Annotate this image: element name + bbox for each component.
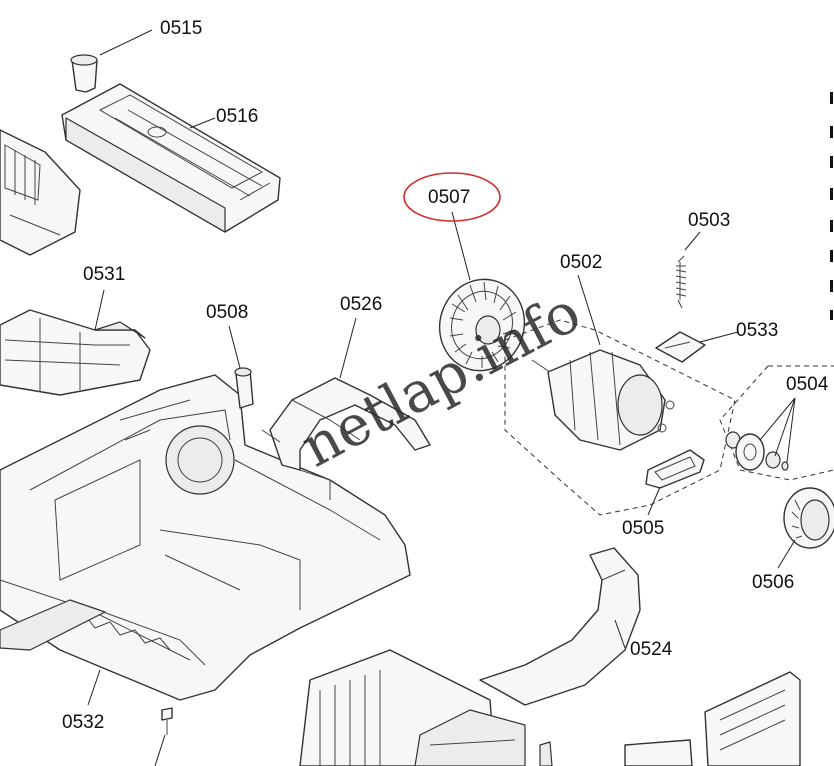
label-0507: 0507 xyxy=(428,187,470,208)
part-0516-water-container xyxy=(61,83,281,233)
label-0503: 0503 xyxy=(688,210,730,231)
part-screw xyxy=(161,707,173,735)
label-0533: 0533 xyxy=(736,320,778,341)
label-0516: 0516 xyxy=(216,106,258,127)
part-0502-motor xyxy=(504,319,736,516)
label-0515: 0515 xyxy=(160,18,202,39)
part-0505-belt xyxy=(645,449,705,489)
label-0532: 0532 xyxy=(62,712,104,733)
part-0507-fan-wheel xyxy=(438,278,526,372)
label-0524: 0524 xyxy=(630,639,673,660)
part-0508-cylinder xyxy=(234,367,254,409)
label-0508: 0508 xyxy=(206,302,248,323)
part-0506-fan xyxy=(783,487,834,549)
part-0526-bearing-shell xyxy=(261,377,431,500)
label-0502: 0502 xyxy=(560,252,602,273)
part-0531-air-duct xyxy=(0,309,151,396)
part-heat-exchanger xyxy=(299,649,526,766)
part-0515-cap xyxy=(70,54,98,93)
highlight-ring-0507 xyxy=(403,172,501,222)
leader-lines xyxy=(87,29,796,766)
part-0524-curved-panel xyxy=(479,547,641,706)
part-0503-spring xyxy=(675,255,687,309)
label-0526: 0526 xyxy=(340,294,382,315)
right-edge-marks xyxy=(830,92,833,320)
label-0506: 0506 xyxy=(752,572,794,593)
part-0533-bracket xyxy=(655,331,706,363)
label-0531: 0531 xyxy=(83,264,125,285)
part-lower-right-panels xyxy=(539,671,801,766)
part-0532-base-frame xyxy=(0,374,411,701)
label-0505: 0505 xyxy=(622,518,664,539)
label-0504: 0504 xyxy=(786,374,829,395)
part-condenser-fragment xyxy=(0,129,81,256)
part-0504-pulley-set xyxy=(719,365,834,481)
